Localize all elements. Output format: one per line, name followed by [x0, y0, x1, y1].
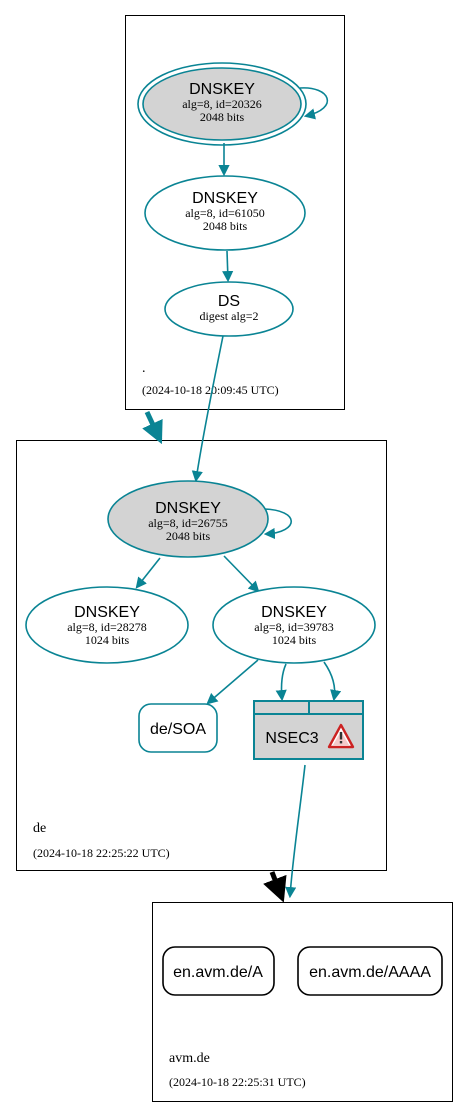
node-root-ds-line1: digest alg=2	[199, 309, 258, 323]
node-de-zsk2-line2: 1024 bits	[272, 633, 317, 647]
node-root-ksk-line2: 2048 bits	[200, 110, 245, 124]
edge-zsk2-nsec3-b	[323, 661, 342, 702]
node-de-zsk1-line2: 1024 bits	[85, 633, 130, 647]
node-nsec3[interactable]: NSEC3	[253, 700, 364, 760]
zone-root-timestamp: (2024-10-18 20:09:45 UTC)	[142, 383, 279, 397]
node-root-zsk-line1: alg=8, id=61050	[185, 206, 265, 220]
node-de-zsk2-line1: alg=8, id=39783	[254, 620, 334, 634]
zone-de-name: de	[33, 821, 46, 836]
zone-root-name: .	[142, 361, 146, 376]
zone-avm-box	[152, 902, 453, 1102]
node-root-zsk[interactable]: DNSKEY alg=8, id=61050 2048 bits	[144, 175, 306, 251]
node-root-zsk-line2: 2048 bits	[203, 219, 248, 233]
node-de-soa-label: de/SOA	[150, 721, 206, 738]
warning-icon	[327, 723, 355, 749]
node-de-ksk-line1: alg=8, id=26755	[148, 516, 228, 530]
edge-zsk2-nsec3-a	[275, 663, 287, 702]
node-rr-aaaa-label: en.avm.de/AAAA	[309, 964, 431, 981]
node-de-ksk-title: DNSKEY	[155, 500, 221, 517]
edge-de-ksk-self	[263, 508, 293, 540]
node-de-zsk1-title: DNSKEY	[74, 604, 140, 621]
node-de-ksk-line2: 2048 bits	[166, 529, 211, 543]
edge-delegation-de-avm	[263, 871, 287, 903]
edge-de-ksk-zsk1	[135, 557, 161, 589]
edge-zsk2-soa	[206, 659, 259, 705]
edges	[135, 87, 342, 903]
edge-delegation-root-de	[142, 410, 163, 445]
node-de-zsk2-title: DNSKEY	[261, 604, 327, 621]
node-root-zsk-title: DNSKEY	[192, 190, 258, 207]
node-de-soa[interactable]: de/SOA	[138, 703, 218, 753]
node-de-zsk2[interactable]: DNSKEY alg=8, id=39783 1024 bits	[212, 586, 376, 664]
node-rr-aaaa[interactable]: en.avm.de/AAAA	[297, 946, 443, 996]
edge-de-ksk-zsk2	[223, 555, 260, 593]
node-root-ksk-title: DNSKEY	[189, 81, 255, 98]
node-root-ksk[interactable]: DNSKEY alg=8, id=20326 2048 bits	[137, 62, 307, 146]
edge-root-zsk-ds	[222, 250, 234, 283]
edge-ds-de-ksk	[191, 335, 224, 483]
node-de-ksk[interactable]: DNSKEY alg=8, id=26755 2048 bits	[107, 480, 269, 558]
node-de-zsk1[interactable]: DNSKEY alg=8, id=28278 1024 bits	[25, 586, 189, 664]
node-root-ds[interactable]: DS digest alg=2	[164, 281, 294, 337]
node-rr-a[interactable]: en.avm.de/A	[162, 946, 275, 996]
edge-nsec3-avm	[285, 764, 306, 899]
zone-avm-timestamp: (2024-10-18 22:25:31 UTC)	[169, 1075, 306, 1089]
zone-avm-name: avm.de	[169, 1051, 210, 1066]
edge-root-ksk-self	[299, 87, 329, 120]
node-root-ds-title: DS	[218, 293, 240, 310]
node-rr-a-label: en.avm.de/A	[173, 964, 263, 981]
zone-avm: avm.de (2024-10-18 22:25:31 UTC)	[152, 902, 453, 1102]
node-nsec3-label: NSEC3	[265, 730, 318, 747]
zone-de-timestamp: (2024-10-18 22:25:22 UTC)	[33, 846, 170, 860]
node-de-zsk1-line1: alg=8, id=28278	[67, 620, 147, 634]
node-root-ksk-line1: alg=8, id=20326	[182, 97, 262, 111]
